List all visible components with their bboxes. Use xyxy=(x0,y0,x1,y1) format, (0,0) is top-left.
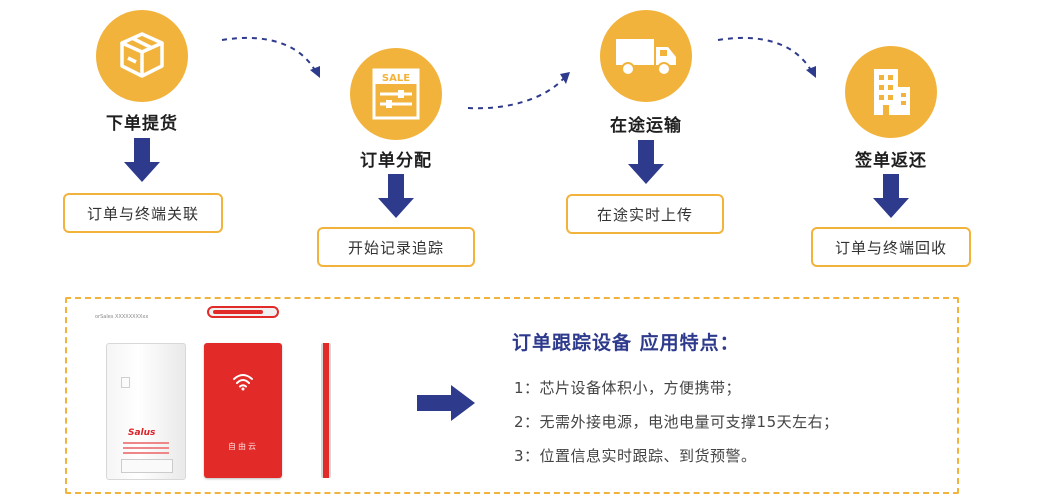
step-4-down-arrow xyxy=(873,174,909,218)
step-3-result-box: 在途实时上传 xyxy=(566,194,724,234)
step-3-down-arrow xyxy=(628,140,664,184)
step-1-title: 下单提货 xyxy=(106,114,178,134)
step-2-circle: SALE xyxy=(350,48,442,140)
feature-item-1: 1：芯片设备体积小，方便携带； xyxy=(514,379,742,397)
device-red-text: 自由云 xyxy=(228,442,258,451)
step-1-result-box: 订单与终端关联 xyxy=(63,193,223,233)
boxes-icon xyxy=(120,32,164,78)
feature-item-3: 3：位置信息实时跟踪、到货预警。 xyxy=(514,447,757,465)
step-4-result-box: 订单与终端回收 xyxy=(811,227,971,267)
device-side-view xyxy=(321,343,331,478)
right-arrow-icon xyxy=(417,385,475,421)
connector-1 xyxy=(221,37,320,78)
device-features-panel xyxy=(65,297,959,494)
step-1-down-arrow xyxy=(124,138,160,182)
wifi-icon xyxy=(233,374,253,391)
device-logo: Salus xyxy=(128,428,156,438)
features-title: 订单跟踪设备 应用特点： xyxy=(512,332,740,354)
step-2-down-arrow xyxy=(378,174,414,218)
step-1-circle xyxy=(96,10,188,102)
step-3-title: 在途运输 xyxy=(610,116,682,136)
step-2-title: 订单分配 xyxy=(360,151,432,171)
step-4-title: 签单返还 xyxy=(855,151,927,171)
feature-item-2: 2：无需外接电源，电池电量可支撑15天左右； xyxy=(514,413,839,431)
step-4-circle xyxy=(845,46,937,138)
connector-2 xyxy=(467,72,570,110)
truck-icon xyxy=(616,39,676,76)
sale-tag-icon: SALE xyxy=(372,68,420,120)
sale-text: SALE xyxy=(382,73,410,84)
device-white-front: Salus xyxy=(106,343,186,480)
device-red-back: 自由云 xyxy=(204,343,282,478)
step-3-circle xyxy=(600,10,692,102)
device-top-view xyxy=(207,306,279,318)
connector-3 xyxy=(717,37,816,78)
building-icon xyxy=(874,69,910,115)
device-tiny-label: orSales XXXXXXXXxx xyxy=(95,314,149,320)
step-2-result-box: 开始记录追踪 xyxy=(317,227,475,267)
